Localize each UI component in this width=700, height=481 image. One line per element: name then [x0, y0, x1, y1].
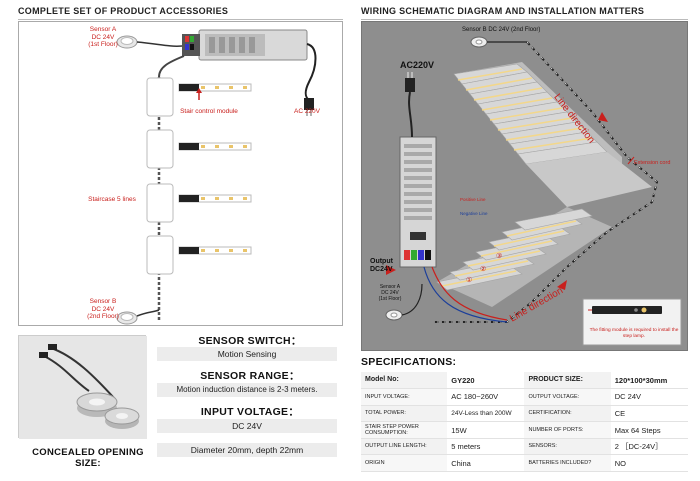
- step-3-marker: ③: [496, 253, 503, 260]
- spec-key: SENSORS:: [524, 438, 611, 456]
- staircase-diagram: [362, 22, 687, 350]
- schematic-title: WIRING SCHEMATIC DIAGRAM AND INSTALLATIO…: [361, 6, 645, 16]
- spec-value: NO: [610, 454, 688, 473]
- spec-value: 5 meters: [447, 438, 525, 456]
- spec-key: OUTPUT VOLTAGE:: [524, 388, 611, 406]
- input-voltage-title: INPUT VOLTAGE：: [200, 406, 300, 418]
- spec-row: TOTAL POWER: 24V-Less than 200W CERTIFIC…: [361, 405, 688, 423]
- fitting-module-note: The fitting module is required to instal…: [589, 328, 679, 339]
- opening-size-value: Diameter 20mm, depth 22mm: [157, 443, 337, 457]
- spec-key: STAIR STEP POWER CONSUMPTION:: [361, 421, 448, 439]
- spec-row: INPUT VOLTAGE: AC 180~260V OUTPUT VOLTAG…: [361, 388, 688, 406]
- negative-line-label: Negative Line: [460, 211, 488, 216]
- spec-row: Model No: GY220 PRODUCT SIZE: 120*100*30…: [361, 372, 688, 390]
- extension-cord-label: Extension cord: [634, 160, 671, 166]
- spec-key: INPUT VOLTAGE:: [361, 388, 448, 406]
- spec-key: Model No:: [361, 372, 448, 390]
- spec-value: GY220: [447, 372, 525, 390]
- sensor-b-label: Sensor B DC 24V (2nd Floor): [87, 298, 119, 320]
- spec-value: 15W: [447, 421, 525, 439]
- input-voltage-value: DC 24V: [157, 419, 337, 433]
- opening-size-title: CONCEALED OPENING SIZE:: [32, 447, 144, 469]
- spec-value: 24V-Less than 200W: [447, 405, 525, 423]
- spec-value: CE: [610, 405, 688, 423]
- spec-row: ORIGIN China BATTERIES INCLUDED? NO: [361, 454, 688, 473]
- staircase-lines-label: Staircase 5 lines: [88, 196, 136, 203]
- step-2-marker: ②: [480, 266, 487, 273]
- sensor-b-schematic-label: Sensor B DC 24V (2nd Floor): [462, 27, 541, 33]
- sensor-a-schematic-label: Sensor A DC 24V (1st Floor): [378, 284, 402, 302]
- spec-value: AC 180~260V: [447, 388, 525, 406]
- specifications-table: Model No: GY220 PRODUCT SIZE: 120*100*30…: [361, 372, 688, 473]
- accessories-panel: Sensor A DC 24V (1st Floor) Stair contro…: [18, 21, 343, 326]
- sensor-switch-title: SENSOR SWITCH：: [198, 335, 302, 347]
- sensor-range-title: SENSOR RANGE：: [200, 370, 300, 382]
- spec-value: DC 24V: [610, 388, 688, 406]
- sensor-a-label: Sensor A DC 24V (1st Floor): [88, 26, 118, 48]
- spec-key: ORIGIN: [361, 454, 448, 473]
- spec-key: OUTPUT LINE LENGTH:: [361, 438, 448, 456]
- spec-key: TOTAL POWER:: [361, 405, 448, 423]
- step-1-marker: ①: [466, 277, 473, 284]
- accessories-diagram: [116, 29, 317, 325]
- accessories-title: COMPLETE SET OF PRODUCT ACCESSORIES: [18, 6, 229, 16]
- spec-value: China: [447, 454, 525, 473]
- spec-key: PRODUCT SIZE:: [524, 372, 611, 390]
- spec-key: NUMBER OF PORTS:: [524, 421, 611, 439]
- spec-value: Max 64 Steps: [610, 421, 688, 439]
- sensor-range-value: Motion induction distance is 2-3 meters.: [157, 383, 337, 397]
- specifications-title: SPECIFICATIONS:: [361, 356, 457, 368]
- spec-key: BATTERIES INCLUDED?: [524, 454, 611, 473]
- output-dc24v-label: Output DC24V: [370, 258, 393, 273]
- ac220v-label: AC220V: [400, 60, 435, 70]
- spec-value: 2 ［DC-24V］: [610, 438, 688, 456]
- sensor-photo: [18, 335, 147, 439]
- spec-row: OUTPUT LINE LENGTH: 5 meters SENSORS: 2 …: [361, 438, 688, 456]
- sensor-switch-value: Motion Sensing: [157, 347, 337, 361]
- stair-module-label: Stair control module: [180, 108, 238, 115]
- spec-value: 120*100*30mm: [610, 372, 688, 390]
- positive-line-label: Positive Line: [460, 197, 486, 202]
- ac-220v-label: AC 220V: [293, 108, 321, 115]
- wiring-schematic: Sensor B DC 24V (2nd Floor) AC220V Line …: [361, 21, 688, 351]
- sensor-product-image: [19, 336, 147, 439]
- spec-key: CERTIFICATION:: [524, 405, 611, 423]
- spec-row: STAIR STEP POWER CONSUMPTION: 15W NUMBER…: [361, 421, 688, 439]
